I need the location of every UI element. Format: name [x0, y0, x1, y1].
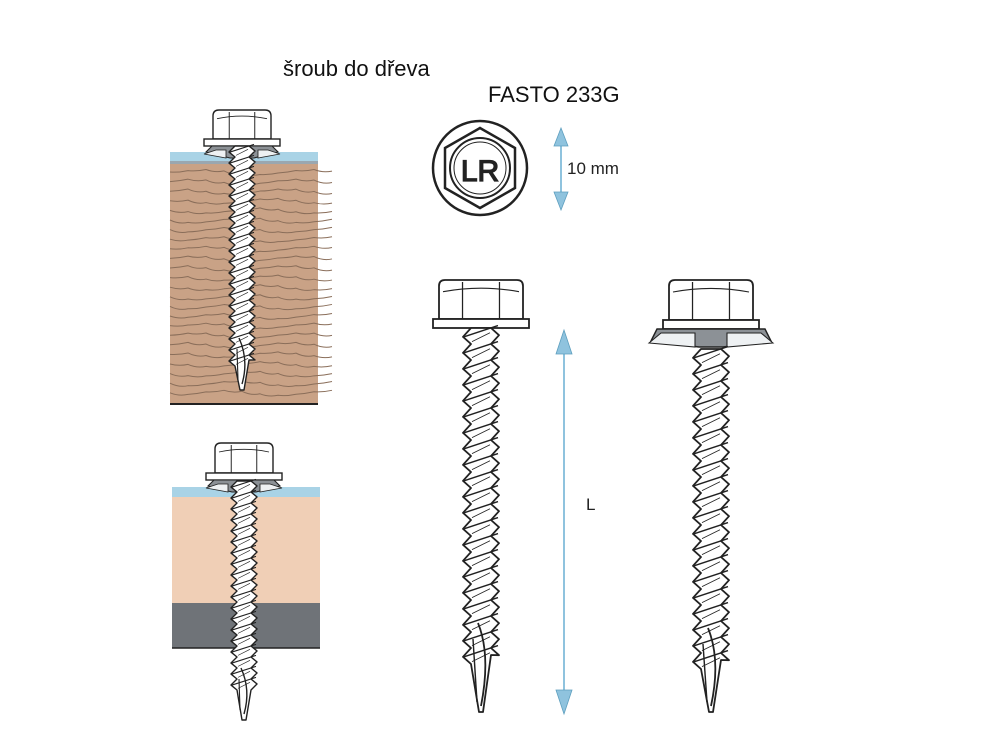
screw-in-wood: [203, 109, 281, 391]
screw-head: [212, 109, 272, 140]
insulation-application-diagram: [172, 442, 320, 721]
length-dimension: L: [555, 328, 595, 716]
screw-flange: [205, 472, 283, 481]
screw-head: [668, 279, 754, 321]
head-size-label: 10 mm: [567, 159, 619, 178]
screw-with-washer-view: [647, 279, 775, 713]
screw-thread: [692, 348, 730, 713]
screw-flange: [432, 318, 530, 329]
screw-head: [214, 442, 274, 474]
product-name-text: FASTO 233G: [488, 82, 620, 107]
head-size-dimension: 10 mm: [553, 126, 619, 212]
head-top-view: LR: [431, 119, 529, 217]
screw-head: [438, 279, 524, 320]
wood-grain-line: [169, 389, 333, 397]
wood-grain-line: [169, 370, 333, 378]
screw-thread: [228, 145, 256, 391]
wood-application-diagram: [169, 109, 333, 405]
screw-flange: [203, 138, 281, 147]
screw-side-view: [432, 279, 530, 713]
length-label: L: [586, 495, 595, 514]
screw-in-insulation: [205, 442, 283, 721]
product-type-text: šroub do dřeva: [283, 56, 430, 81]
screw-flange: [662, 319, 760, 330]
wood-grain-line: [169, 361, 333, 368]
head-mark-text: LR: [461, 155, 499, 188]
wood-grain-line: [169, 380, 333, 387]
title: šroub do dřeva FASTO 233G: [0, 30, 1000, 108]
